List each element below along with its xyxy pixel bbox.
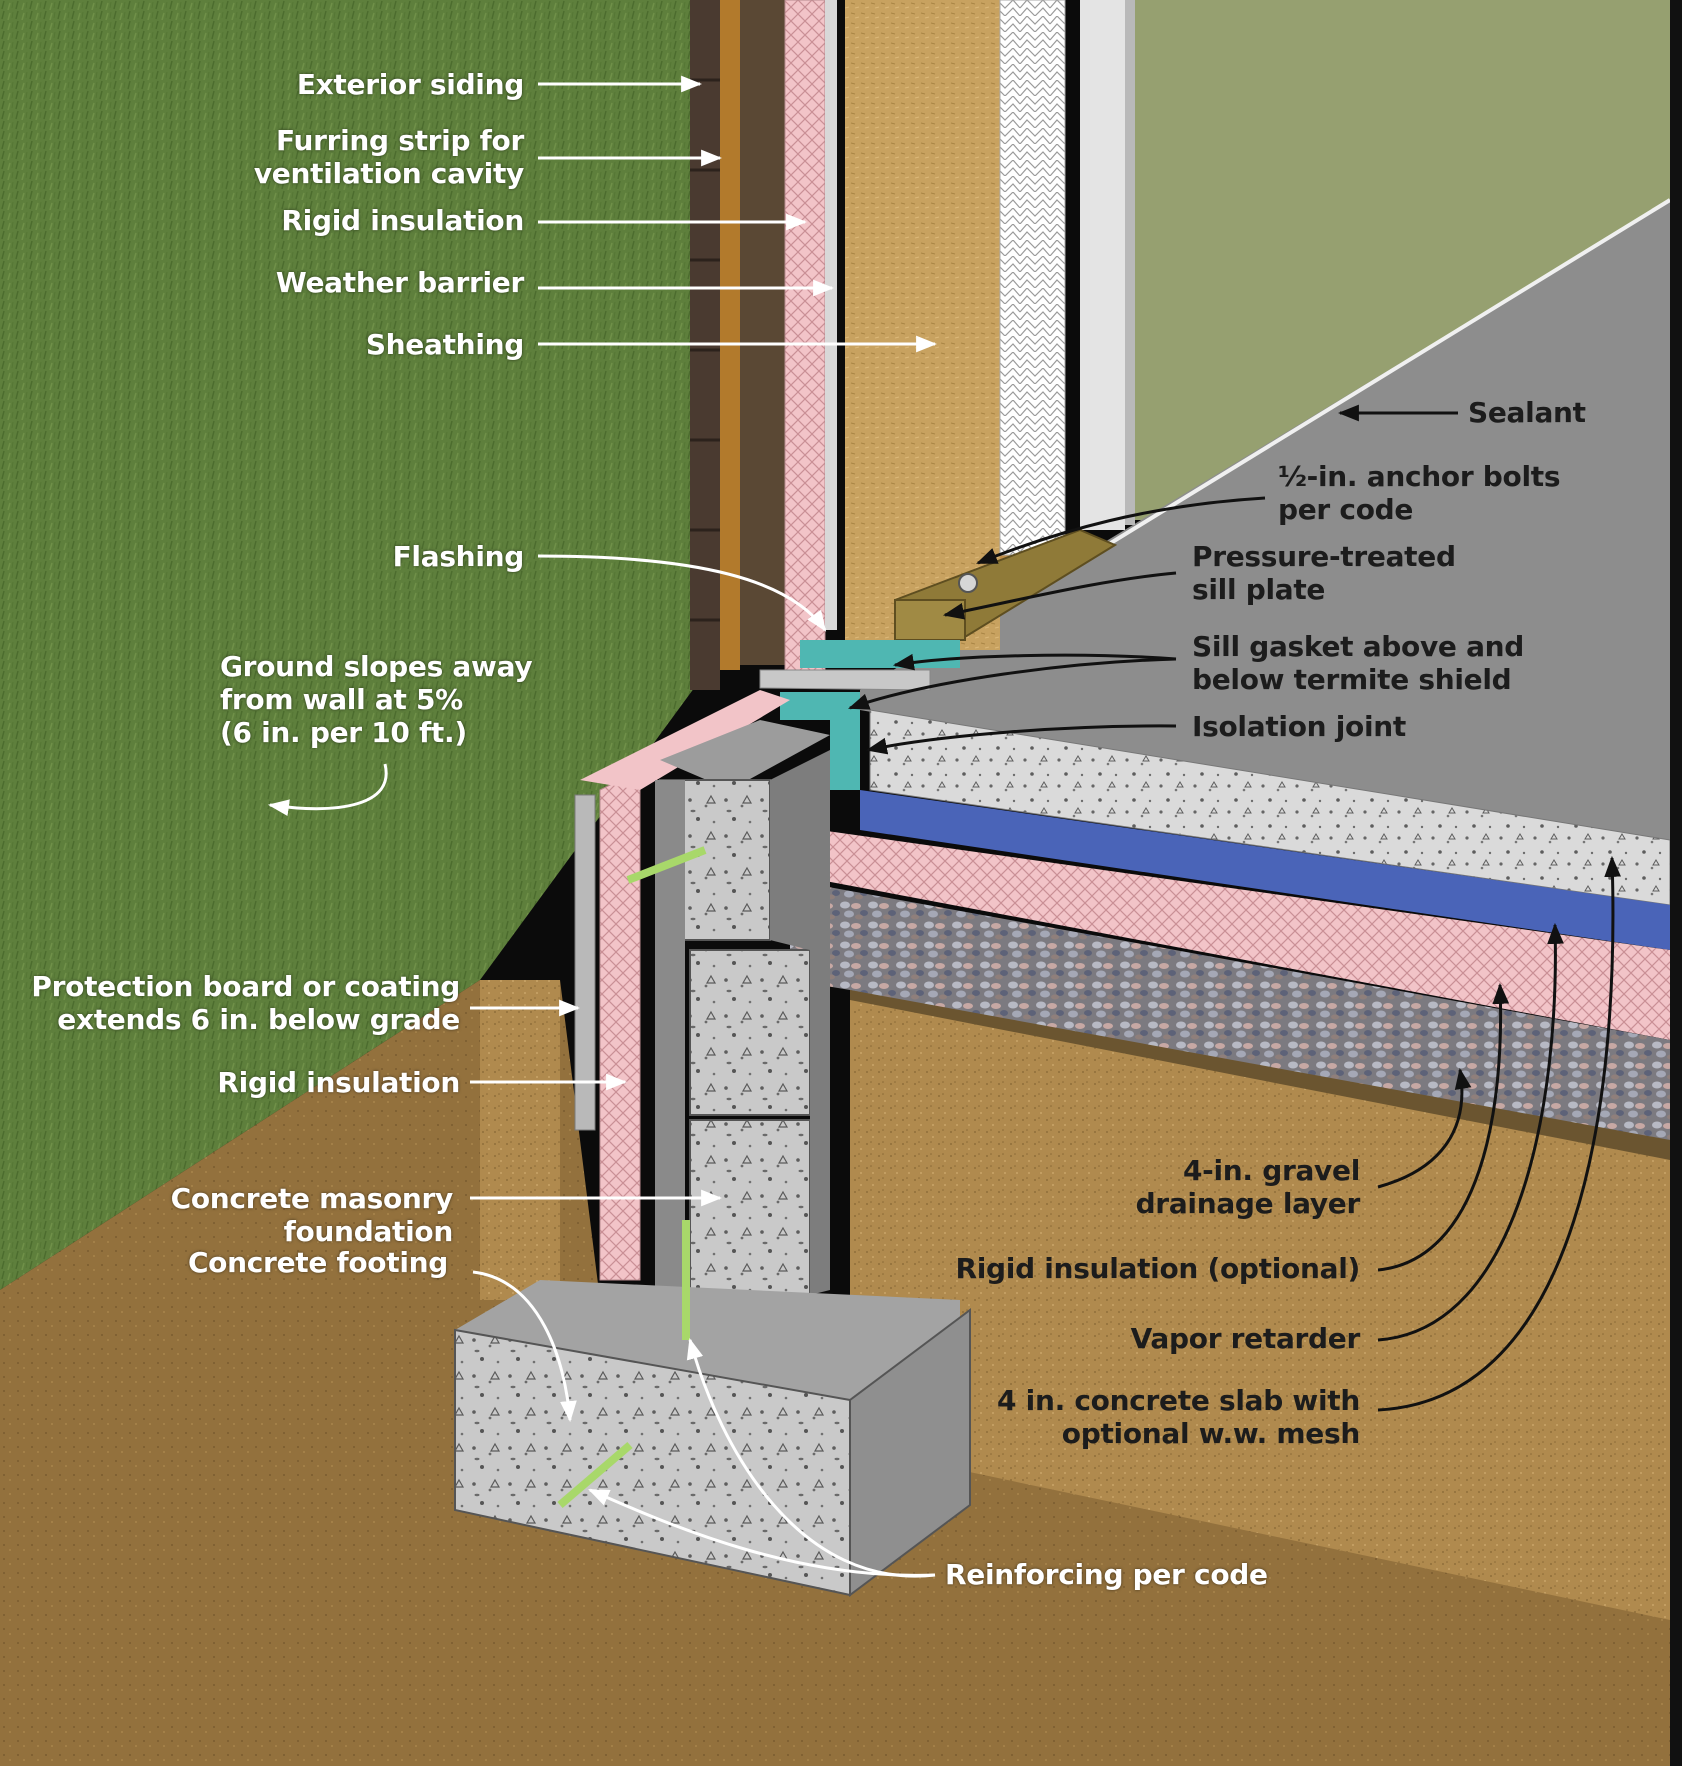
anchor-bolt [958,573,978,593]
rebar-footing [557,1441,633,1509]
label-concrete-footing: Concrete footing [187,1246,448,1279]
siding-courses [690,78,720,622]
label-flashing: Flashing [392,540,525,573]
leader-sill-gasket-a [892,653,1177,671]
wall-sheathing [845,0,1000,650]
sill-gasket [800,640,960,668]
label-reinforcing: Reinforcing per code [945,1558,1268,1591]
label-isolation-joint: Isolation joint [1192,710,1406,743]
batt-insulation [999,0,1066,556]
insulation-top [580,690,790,790]
label-anchor-bolts: ½-in. anchor bolts per code [1278,460,1561,526]
label-concrete-slab: 4 in. concrete slab with optional w.w. m… [997,1384,1360,1450]
leader-gravel [1377,1067,1472,1189]
leader-concrete-footing [472,1270,577,1423]
label-rigid-insulation-optional: Rigid insulation (optional) [955,1252,1360,1285]
slab-top-surface [860,200,1670,850]
right-edge-shadow [1670,0,1682,1766]
protection-board [574,794,596,1131]
leader-flashing [537,554,827,632]
label-masonry-foundation: Concrete masonry foundation [170,1182,454,1248]
leader-anchor-bolts [976,496,1266,565]
label-gravel-layer: 4-in. gravel drainage layer [1135,1154,1361,1220]
black-leaders [848,404,1622,1412]
gravel-bottom-edge [850,990,1670,1160]
label-protection-board: Protection board or coating extends 6 in… [31,970,460,1036]
vapor-retarder-layer [860,790,1670,950]
leader-isolation-joint [865,724,1177,755]
rebar-wall [626,846,707,884]
masonry-block-middle [689,949,811,1116]
leader-vapor-retarder [1377,922,1564,1342]
grass-area [0,0,700,1290]
label-furring-strip: Furring strip for ventilation cavity [253,124,524,190]
termite-shield-gasket [780,692,860,790]
label-weather-barrier: Weather barrier [275,266,524,299]
label-sill-plate: Pressure-treated sill plate [1192,540,1456,606]
ventilation-cavity [740,0,785,665]
label-vapor-retarder: Vapor retarder [1130,1322,1361,1355]
label-ground-slope: Ground slopes away from wall at 5% (6 in… [220,650,533,749]
white-leaders [267,75,938,1578]
weather-barrier-layer [825,0,837,630]
leader-reinforcing-b [588,1488,936,1577]
furring-strip [720,0,740,670]
sill-plate-front [894,599,966,641]
label-sill-gasket: Sill gasket above and below termite shie… [1192,630,1525,696]
label-rigid-insulation-foundation: Rigid insulation [217,1066,460,1099]
label-sealant: Sealant [1468,396,1586,429]
leader-underslab-insulation [1377,982,1510,1272]
foundation-rigid-insulation [599,769,641,1281]
label-exterior-siding: Exterior siding [296,68,524,101]
interior-drywall [1080,0,1125,530]
leader-sill-gasket-b [848,657,1177,710]
wall-rigid-insulation [784,0,826,671]
footing-side [849,1308,971,1597]
label-rigid-insulation-wall: Rigid insulation [281,204,524,237]
backfill-soil [480,980,560,1300]
masonry-block-lower [689,1119,811,1296]
flashing-strip [759,669,931,691]
leader-sill-plate [942,571,1177,620]
gravel-layer [790,880,1670,1150]
subgrade-soil [850,990,1670,1620]
leader-concrete-slab [1377,855,1622,1412]
underslab-insulation [820,830,1670,1040]
masonry-block-top [660,720,830,790]
leader-ground-slope [267,763,388,816]
label-sheathing: Sheathing [365,328,524,361]
masonry-block-side [770,750,830,1295]
drywall-edge [1125,0,1135,525]
footing-top [455,1280,960,1400]
